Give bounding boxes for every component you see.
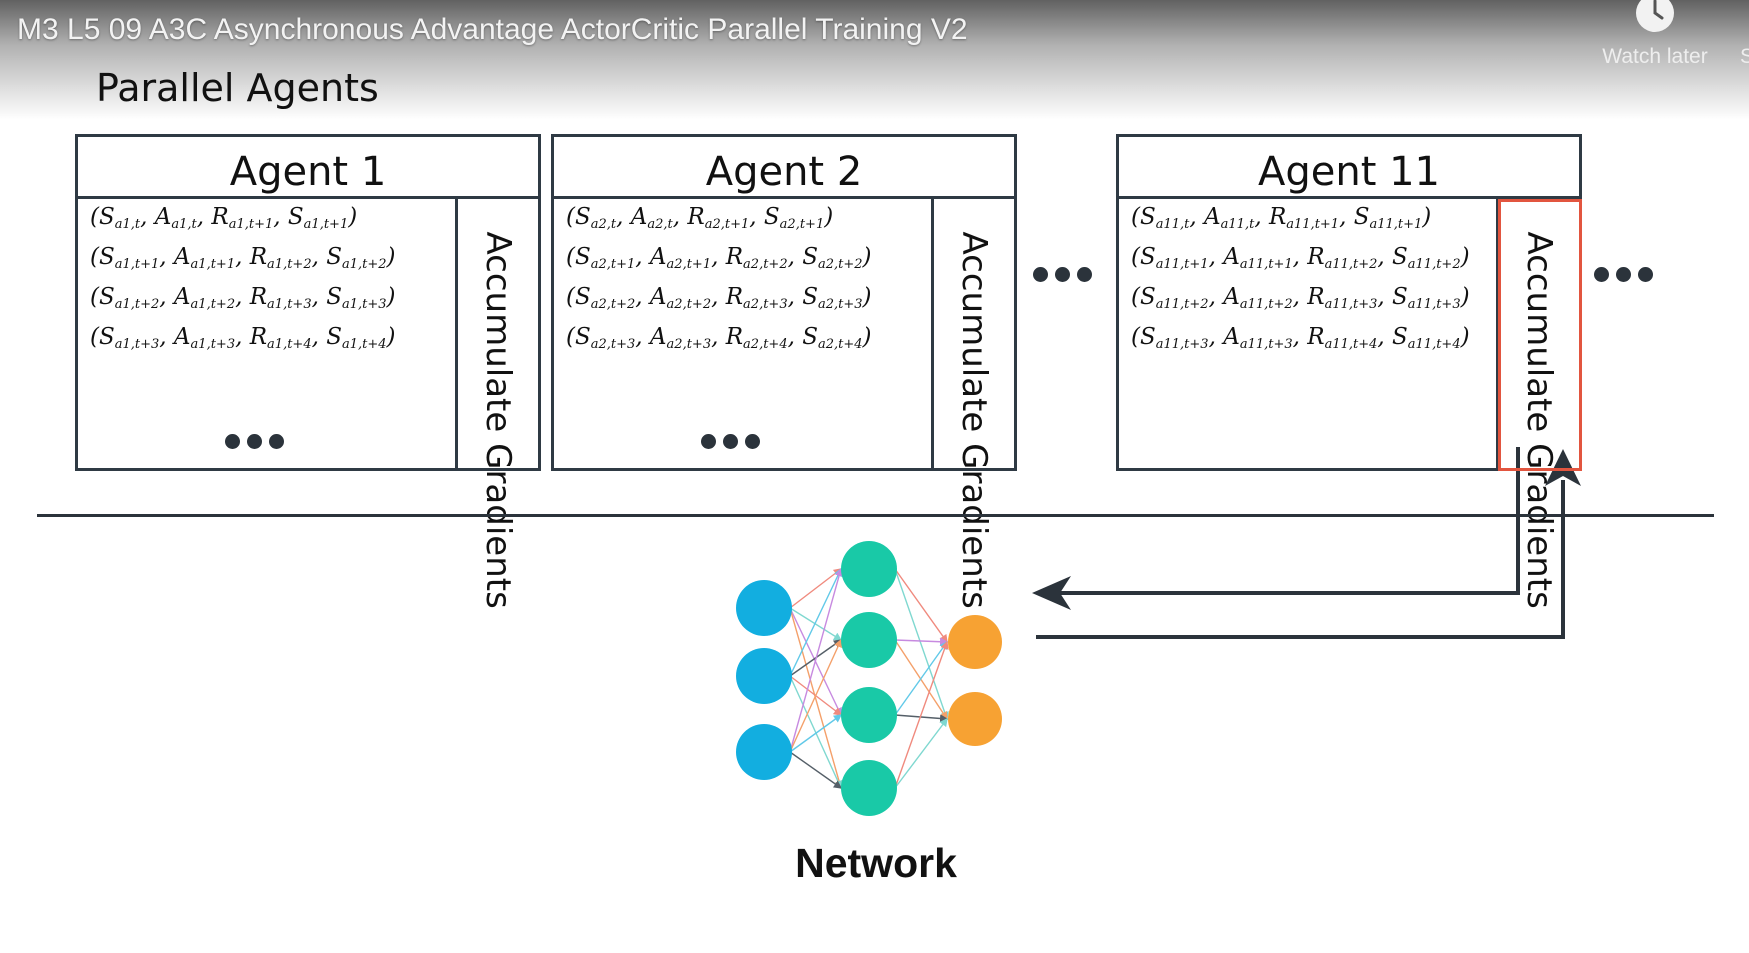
network-edge [894,568,949,721]
experience-tuple: (Sa11,t, Aa11,t, Ra11,t+1, Sa11,t+1) [1131,204,1432,232]
arrowhead-left-icon [1032,576,1071,610]
accumulate-gradients-column: Accumulate Gradients [931,199,1014,608]
experience-tuple: (Sa11,t+3, Aa11,t+3, Ra11,t+4, Sa11,t+4) [1131,324,1470,352]
ellipsis-dot [1616,267,1631,282]
network-edge [894,637,949,646]
experience-tuple: (Sa2,t+3, Aa2,t+3, Ra2,t+4, Sa2,t+4) [566,324,872,352]
network-label: Network [795,840,957,886]
hidden-neuron [841,612,897,668]
hidden-neuron [841,687,897,743]
ellipsis-dot [1638,267,1653,282]
ellipsis-dot [701,434,716,449]
accumulate-gradients-column: Accumulate Gradients [455,199,538,608]
more-tuples-ellipsis [225,434,284,449]
experience-tuple: (Sa2,t, Aa2,t, Ra2,t+1, Sa2,t+1) [566,204,834,232]
input-neuron [736,724,792,780]
highlighted-accumulate-gradients [1498,199,1582,471]
gradient-upload-arrow [1048,447,1520,595]
input-neuron [736,580,792,636]
accumulate-gradients-column: Accumulate Gradients [1496,199,1579,608]
trajectory-list: (Sa11,t, Aa11,t, Ra11,t+1, Sa11,t+1) (Sa1… [1119,199,1496,468]
network-edge [789,675,842,790]
more-tuples-ellipsis [701,434,760,449]
gradient-flow-arrows [1032,447,1581,639]
slide-heading: Parallel Agents [96,66,379,110]
video-title[interactable]: M3 L5 09 A3C Asynchronous Advantage Acto… [17,13,968,46]
input-neuron [736,648,792,704]
watch-later-button[interactable]: Watch later [1590,0,1720,80]
agent-title: Agent 2 [554,137,1014,199]
more-agents-ellipsis [1594,267,1653,282]
hidden-neuron [841,541,897,597]
clock-icon [1636,0,1674,32]
experience-tuple: (Sa11,t+1, Aa11,t+1, Ra11,t+2, Sa11,t+2) [1131,244,1470,272]
more-agents-ellipsis [1033,267,1092,282]
watch-later-label: Watch later [1602,45,1708,68]
network-edge [789,714,843,753]
experience-tuple: (Sa2,t+1, Aa2,t+1, Ra2,t+2, Sa2,t+2) [566,244,872,272]
network-edge [789,638,842,753]
ellipsis-dot [225,434,240,449]
ellipsis-dot [1077,267,1092,282]
ellipsis-dot [1033,267,1048,282]
output-neuron [948,615,1002,669]
experience-tuple: (Sa1,t, Aa1,t, Ra1,t+1, Sa1,t+1) [90,204,358,232]
section-divider [37,514,1714,517]
network-edges [789,567,949,790]
experience-tuple: (Sa1,t+2, Aa1,t+2, Ra1,t+3, Sa1,t+3) [90,284,396,312]
arrowhead-up-icon [1545,449,1581,486]
agent-title: Agent 1 [78,137,538,199]
trajectory-list: (Sa2,t, Aa2,t, Ra2,t+1, Sa2,t+1) (Sa2,t+1… [554,199,931,468]
experience-tuple: (Sa1,t+3, Aa1,t+3, Ra1,t+4, Sa1,t+4) [90,324,396,352]
share-button-label[interactable]: S [1740,45,1749,68]
ellipsis-dot [745,434,760,449]
network-edge [894,717,948,789]
agent-panel: Agent 1 (Sa1,t, Aa1,t, Ra1,t+1, Sa1,t+1)… [75,134,541,608]
trajectory-list: (Sa1,t, Aa1,t, Ra1,t+1, Sa1,t+1) (Sa1,t+1… [78,199,455,468]
network-edge [789,607,844,790]
agent-title: Agent 11 [1119,137,1579,199]
network-edge [894,640,949,789]
agent-panel: Agent 11 (Sa11,t, Aa11,t, Ra11,t+1, Sa11… [1116,134,1582,608]
network-edge [789,567,842,677]
weights-download-arrow [1036,480,1565,639]
network-edge [894,640,948,716]
ellipsis-dot [247,434,262,449]
output-neuron [948,692,1002,746]
network-edge [789,567,844,753]
ellipsis-dot [1594,267,1609,282]
network-edge [789,568,843,609]
agent-panel: Agent 2 (Sa2,t, Aa2,t, Ra2,t+1, Sa2,t+1)… [551,134,1017,608]
ellipsis-dot [1055,267,1070,282]
ellipsis-dot [269,434,284,449]
hidden-neuron [841,760,897,816]
ellipsis-dot [723,434,738,449]
experience-tuple: (Sa11,t+2, Aa11,t+2, Ra11,t+3, Sa11,t+3) [1131,284,1470,312]
experience-tuple: (Sa2,t+2, Aa2,t+2, Ra2,t+3, Sa2,t+3) [566,284,872,312]
experience-tuple: (Sa1,t+1, Aa1,t+1, Ra1,t+2, Sa1,t+2) [90,244,396,272]
network-edge [789,751,843,789]
network-nodes [736,541,1002,816]
network-edge [894,568,948,644]
